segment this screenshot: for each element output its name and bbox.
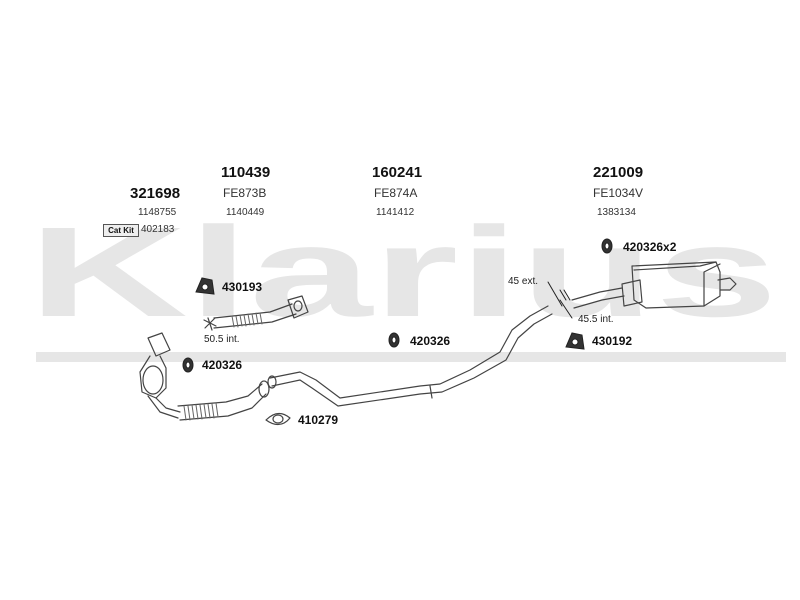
code-FE874A: FE874A [374, 186, 418, 200]
watermark-text: Klarius [28, 201, 778, 344]
cat-kit-number[interactable]: 402183 [141, 224, 175, 235]
code-FE873B: FE873B [223, 186, 267, 200]
dimension-50-5-int: 50.5 int. [204, 334, 240, 345]
dimension-markers [547, 281, 573, 319]
fitting-label-410279[interactable]: 410279 [298, 413, 339, 427]
dimension-45-5-int: 45.5 int. [578, 314, 614, 325]
mounting-420326x2 [601, 238, 613, 254]
part-number-321698[interactable]: 321698 [130, 185, 181, 202]
oe-number-1140449: 1140449 [226, 207, 265, 218]
front-pipe-flex [177, 380, 270, 421]
gasket-410279 [265, 412, 291, 426]
code-FE1034V: FE1034V [593, 186, 644, 200]
oe-number-1148755: 1148755 [138, 207, 177, 218]
oe-number-1141412: 1141412 [376, 207, 415, 218]
mounting-420326-left [182, 357, 194, 373]
fitting-label-420326-left[interactable]: 420326 [202, 358, 243, 372]
part-number-160241[interactable]: 160241 [372, 164, 423, 181]
part-number-110439[interactable]: 110439 [221, 164, 271, 181]
fitting-label-430193[interactable]: 430193 [222, 280, 263, 294]
mounting-430193 [195, 277, 215, 295]
part-number-221009[interactable]: 221009 [593, 164, 644, 181]
dimension-45-ext: 45 ext. [508, 276, 539, 287]
cat-kit-badge: Cat Kit [103, 224, 139, 237]
centre-pipe-160241 [267, 305, 553, 407]
rear-silencer-221009 [571, 261, 737, 309]
intermediate-pipe-110439 [203, 295, 309, 331]
fitting-label-420326x2[interactable]: 420326x2 [623, 240, 677, 254]
oe-number-1383134: 1383134 [597, 207, 636, 218]
fitting-label-420326-mid[interactable]: 420326 [410, 334, 451, 348]
fitting-label-430192[interactable]: 430192 [592, 334, 633, 348]
klarius-watermark-logo: Klarius [28, 201, 786, 362]
mounting-420326-mid [388, 332, 400, 348]
mounting-430192 [565, 332, 585, 350]
catalytic-converter [139, 332, 181, 419]
watermark-underline [36, 352, 786, 362]
